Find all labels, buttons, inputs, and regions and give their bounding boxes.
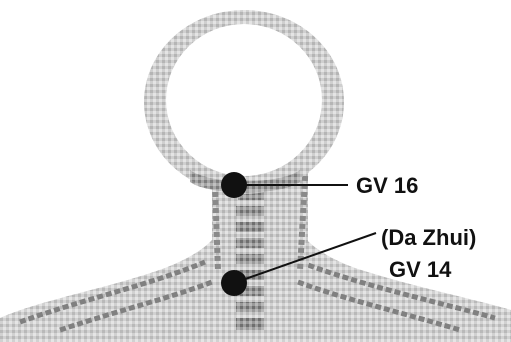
gv14-alt-name-label: (Da Zhui) <box>381 225 476 250</box>
gv16-point-marker <box>221 172 247 198</box>
gv14-label: GV 14 <box>389 257 452 282</box>
human-figure <box>0 10 511 342</box>
gv16-label: GV 16 <box>356 173 418 198</box>
head-inner <box>166 24 322 176</box>
gv14-point-marker <box>221 270 247 296</box>
spine-blocks <box>236 190 264 330</box>
